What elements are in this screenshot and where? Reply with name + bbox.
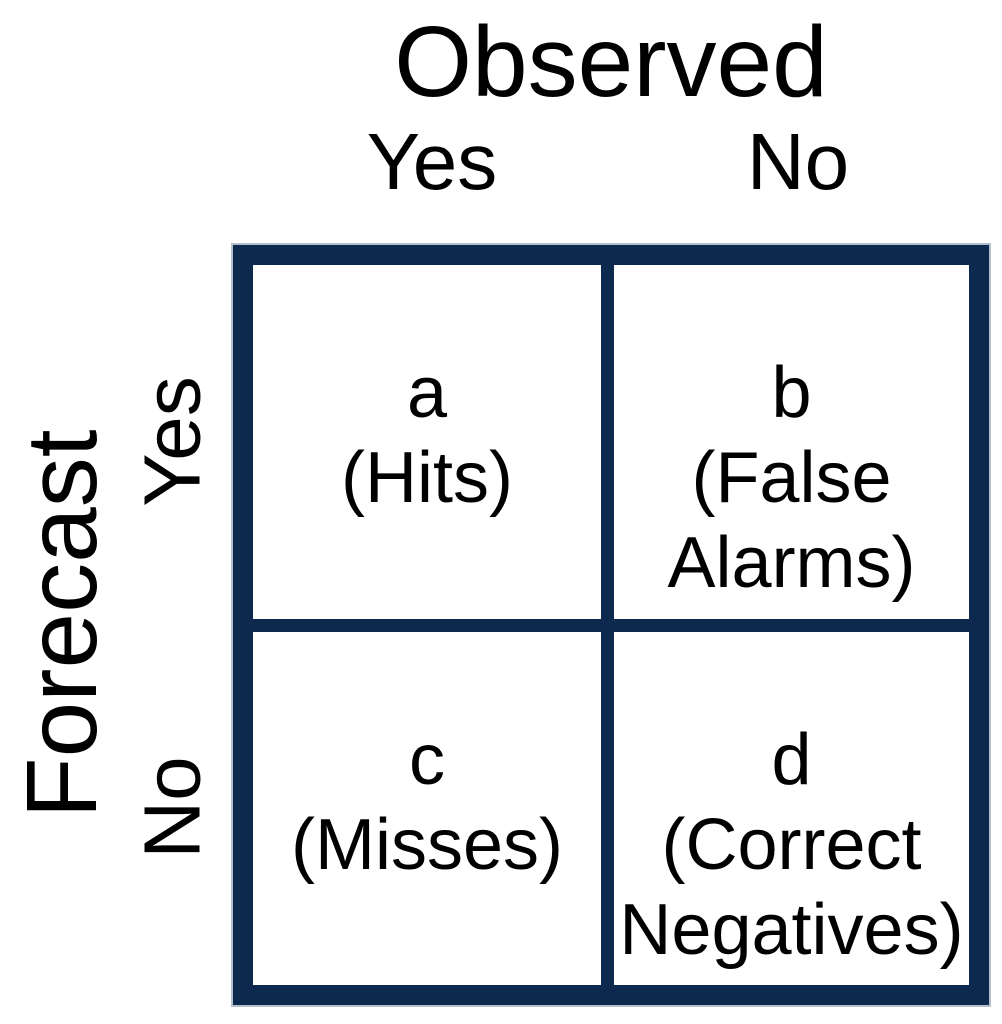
col-header-yes: Yes [366, 117, 498, 206]
cell-b-false-alarms: b (False Alarms) [614, 265, 969, 619]
row-header-no: No [127, 756, 217, 859]
row-axis-title-forecast: Forecast [6, 429, 118, 819]
cell-a-hits: a (Hits) [253, 265, 601, 619]
matrix-grid: a (Hits) b (False Alarms) c (Misses) d (… [233, 245, 989, 1005]
row-header-yes: Yes [127, 376, 217, 507]
col-header-no: No [746, 117, 850, 206]
col-axis-title-observed: Observed [394, 6, 828, 118]
cell-c-misses: c (Misses) [253, 632, 601, 985]
cell-d-correct-negatives: d (Correct Negatives) [614, 632, 969, 985]
